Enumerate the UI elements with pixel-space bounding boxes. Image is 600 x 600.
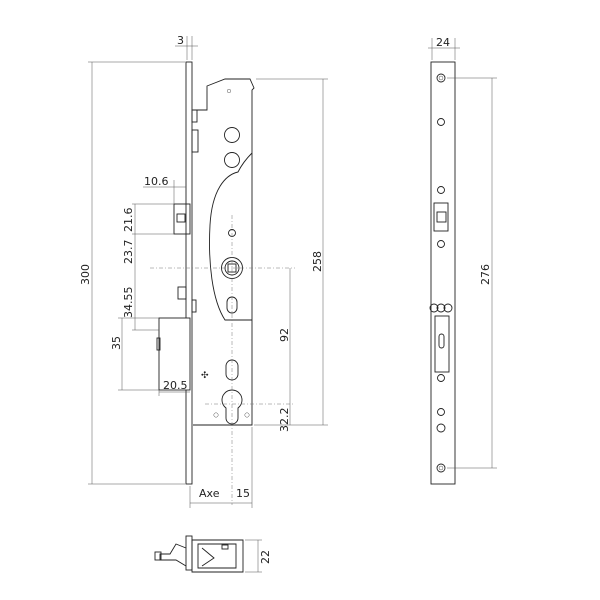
dim-faceplate-width: 24 [436, 36, 450, 49]
latch-bolt [173, 203, 191, 235]
small-catch [177, 286, 187, 300]
dim-case-height: 258 [311, 251, 324, 272]
front-view: 24 276 [428, 36, 497, 485]
dim-follower-to-cylinder: 92 [278, 328, 291, 342]
faceplate-front [430, 61, 456, 485]
cylinder-hole [221, 389, 243, 425]
dim-follower-to-deadbolt: 34.55 [122, 287, 135, 319]
dim-bolt-width: 22 [259, 550, 272, 564]
deadbolt-front [434, 315, 450, 373]
dim-deadbolt-throw: 20.5 [163, 379, 188, 392]
screws [436, 73, 446, 473]
deadbolt [158, 317, 191, 391]
side-view: ✣ 3 300 10.6 21.6 23.7 34 [79, 34, 328, 508]
dim-total-height: 300 [79, 264, 92, 285]
dim-cylinder-to-bottom: 32.2 [278, 408, 291, 433]
lower-hole [224, 152, 240, 168]
bolt-bottom [191, 539, 244, 573]
dim-backset-label: Axe [199, 487, 220, 500]
upper-hole [224, 127, 240, 143]
lock-case [193, 78, 255, 426]
dim-faceplate-thickness: 3 [177, 34, 184, 47]
faceplate-side [185, 61, 193, 485]
cover-plate [209, 152, 253, 321]
dim-latch-height: 21.6 [122, 208, 135, 233]
dim-latch-to-follower: 23.7 [122, 240, 135, 265]
star-mark: ✣ [201, 371, 209, 381]
dim-screw-spacing: 276 [479, 264, 492, 285]
bottom-view: 22 [154, 535, 272, 573]
dim-deadbolt-height: 35 [110, 336, 123, 350]
dim-backset: 15 [236, 487, 250, 500]
latch-front [433, 202, 449, 232]
dim-latch-offset: 10.6 [144, 175, 169, 188]
